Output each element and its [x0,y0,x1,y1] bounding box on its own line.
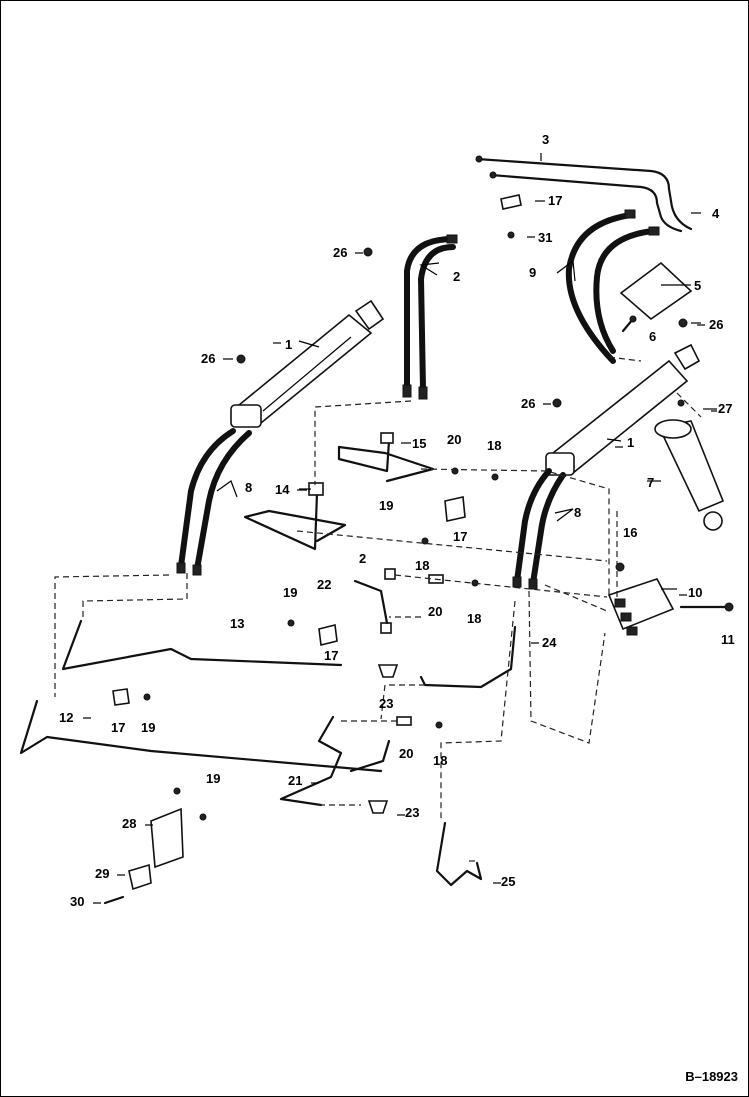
callout-labels: 1 1 2 2 3 4 5 6 7 8 8 9 10 11 12 13 14 1… [59,132,735,909]
bolt-30 [103,895,125,905]
tube-21 [279,715,391,807]
callout-20: 20 [447,432,461,447]
callout-12: 12 [59,710,73,725]
fittings-26 [236,247,688,408]
tube-25 [435,821,483,887]
callout-8: 8 [574,505,581,520]
callout-1: 1 [285,337,292,352]
callout-15: 15 [412,436,426,451]
callout-21: 21 [288,773,302,788]
tube-12 [19,699,383,773]
callout-9: 9 [529,265,536,280]
callout-4: 4 [712,206,720,221]
callout-5: 5 [694,278,701,293]
figure-id: B–18923 [685,1069,738,1084]
callout-23: 23 [379,696,393,711]
callout-25: 25 [501,874,515,889]
tube-13 [61,619,343,671]
callout-1: 1 [627,435,634,450]
callout-20: 20 [399,746,413,761]
callout-20: 20 [428,604,442,619]
callout-27: 27 [718,401,732,416]
callout-17: 17 [324,648,338,663]
control-valve-10 [607,562,734,636]
callout-30: 30 [70,894,84,909]
hoses-8-right [512,468,566,590]
callout-14: 14 [275,482,290,497]
connection-dashes [54,356,702,862]
tube-assembly-3 [475,155,693,233]
callout-26: 26 [201,351,215,366]
callout-17: 17 [111,720,125,735]
callout-18: 18 [433,753,447,768]
callout-28: 28 [122,816,136,831]
clip-17-top [500,194,522,239]
callout-22: 22 [317,577,331,592]
leader-lines [216,153,717,590]
hoses-2 [402,234,458,400]
callout-13: 13 [230,616,244,631]
tube-24 [419,625,517,689]
callout-26: 26 [521,396,535,411]
bracket-28 [150,787,207,869]
small-fittings [112,467,499,729]
callout-18: 18 [467,611,481,626]
callout-18: 18 [415,558,429,573]
callout-29: 29 [95,866,109,881]
callout-19: 19 [379,498,393,513]
callout-10: 10 [688,585,702,600]
callout-31: 31 [538,230,552,245]
callout-11: 11 [721,632,735,647]
plate-5 [619,261,693,321]
callout-2: 2 [453,269,460,284]
hoses-8-left [176,428,252,576]
callout-7: 7 [647,475,654,490]
callout-16: 16 [623,525,637,540]
callout-3: 3 [542,132,549,147]
callout-23: 23 [405,805,419,820]
callout-6: 6 [649,329,656,344]
callout-2: 2 [359,551,366,566]
callout-19: 19 [206,771,220,786]
callout-19: 19 [283,585,297,600]
callout-26: 26 [709,317,723,332]
callout-19: 19 [141,720,155,735]
hoses-9 [565,209,660,364]
tilt-cylinder-7 [654,399,725,531]
callout-17: 17 [548,193,562,208]
callout-8: 8 [245,480,252,495]
callout-26: 26 [333,245,347,260]
clip-29 [128,863,152,891]
left-lift-cylinder [230,299,385,428]
bolt-6 [621,315,637,333]
tees-23 [367,664,399,814]
callout-18: 18 [487,438,501,453]
callout-17: 17 [453,529,467,544]
tube-14 [243,482,347,551]
callout-24: 24 [542,635,557,650]
callout-ticks [83,252,717,904]
